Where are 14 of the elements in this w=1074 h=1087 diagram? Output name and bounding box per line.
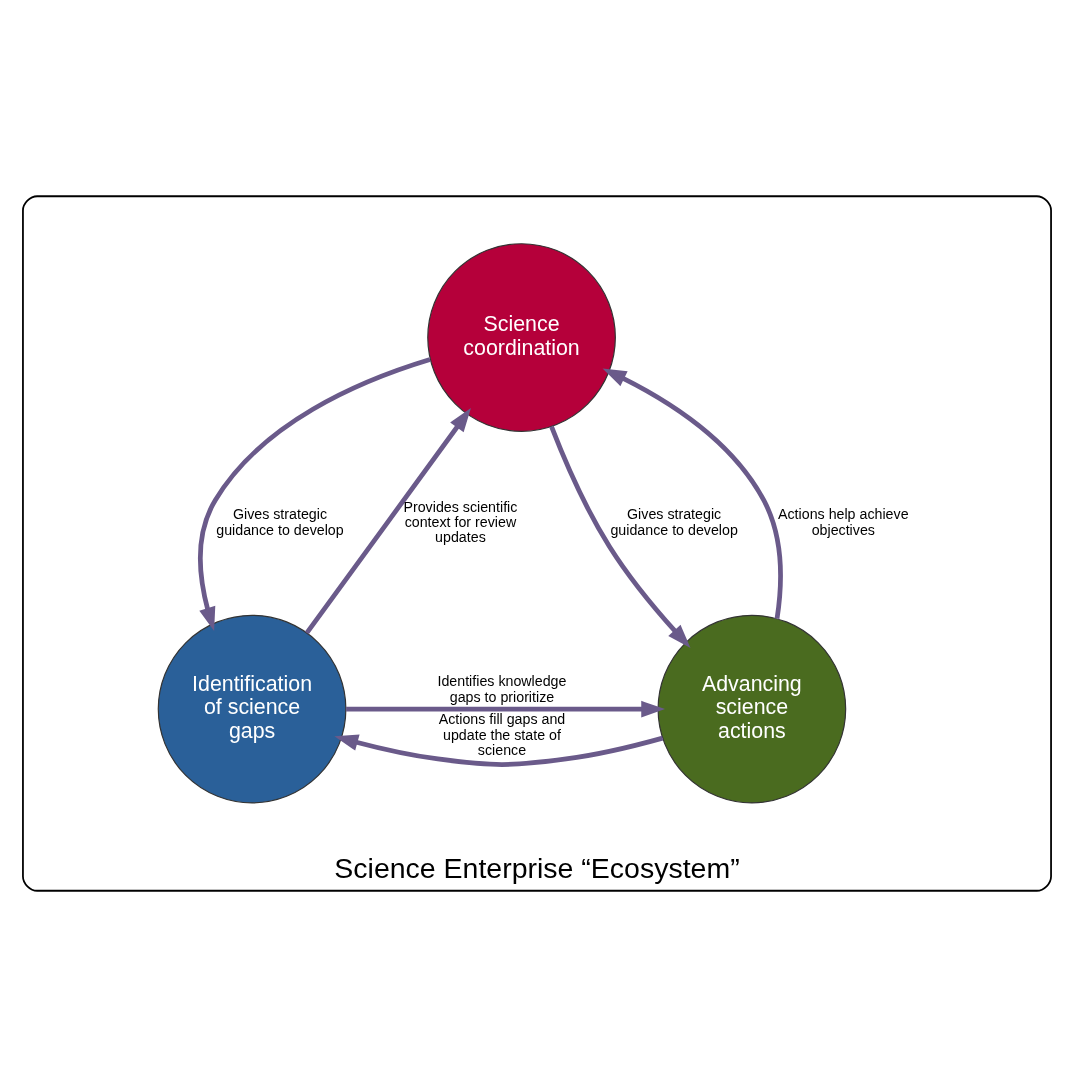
edge-label: Provides scientific context for review updates	[403, 498, 518, 546]
edge-label: Gives strategic guidance to develop	[610, 506, 738, 538]
arrow	[602, 368, 783, 619]
edge-label: Actions fill gaps and update the state of science	[438, 711, 566, 758]
arrow	[334, 734, 664, 767]
node-circle: Identification of science gaps	[157, 614, 347, 804]
arrow	[346, 700, 666, 718]
edge-label: Identifies knowledge gaps to prioritize	[437, 673, 567, 705]
edge-label: Actions help achieve objectives	[778, 506, 909, 538]
arrow	[304, 408, 471, 635]
node-circle: Advancing science actions	[657, 614, 847, 804]
edge-label: Gives strategic guidance to develop	[216, 506, 344, 538]
arrow	[549, 425, 691, 648]
arrow	[198, 357, 431, 632]
